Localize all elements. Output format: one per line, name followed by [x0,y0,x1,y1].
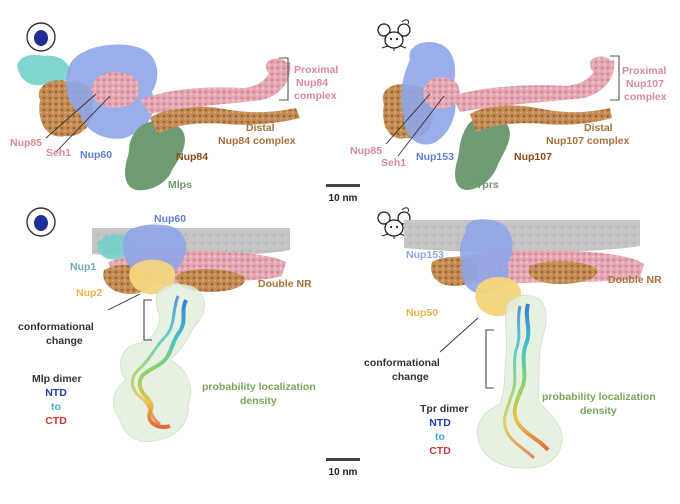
label-nup153-bottom: Nup153 [406,249,444,261]
label-ctd: CTD [45,415,67,427]
label-proximal-mouse-1: Proximal [622,65,666,77]
panel-top-left: Nup85 Seh1 Nup60 Nup84 Mlps Distal Nup84… [10,22,338,191]
label-proximal-mouse-2: Nup107 [626,78,664,90]
label-to-mouse: to [435,431,445,443]
label-distal-mouse-2: Nup107 complex [546,135,630,147]
label-prob-mouse-1: probability localization [542,391,656,403]
nup85-leader [45,93,97,139]
nup85-leader-mouse [385,93,431,145]
nup153-density-bottom [459,219,513,294]
panel-bottom-left: Nup60 Nup1 Nup2 Double NR conformational… [18,207,316,443]
nup1-density [97,234,131,260]
distal-nup107-arm [470,105,612,132]
label-nup84: Nup84 [176,151,208,163]
label-tpr-dimer: Tpr dimer [420,403,468,415]
label-prob-mouse-2: density [580,405,617,417]
panel-bottom-right: Nup153 Double NR Nup50 conformational ch… [364,207,662,469]
seh1-leader-mouse [397,95,445,157]
tpr-density-envelope [476,294,563,469]
label-nup1: Nup1 [70,261,96,273]
panel-top-right: Nup85 Seh1 Nup153 Nup107 Tprs Distal Nup… [350,19,667,191]
conformational-bracket-mouse [485,329,494,389]
label-seh1: Seh1 [46,147,71,159]
label-to: to [51,401,61,413]
proximal-nup107-arm [452,60,615,112]
double-nr-tan-mouse-2 [528,260,598,284]
label-conformational-mouse-2: change [392,371,429,383]
label-nup50: Nup50 [406,307,438,319]
label-proximal-mouse-3: complex [624,91,667,103]
scale-bar-bottom-label: 10 nm [329,467,358,478]
label-ntd: NTD [45,387,67,399]
label-nup60-bottom: Nup60 [154,213,186,225]
mouse-icon [377,19,411,51]
scale-bar-top: 10 nm [326,184,360,204]
label-distal-2: Nup84 complex [218,135,296,147]
seh1-density-mouse [423,77,460,109]
scale-bar-top-label: 10 nm [329,193,358,204]
label-seh1-mouse: Seh1 [381,157,406,169]
proximal-nup84-arm [140,62,291,114]
label-double-nr: Double NR [258,278,312,290]
mlp-dimer-chain [137,299,188,429]
label-nup85: Nup85 [10,137,42,149]
scale-bar-bottom: 10 nm [326,458,360,478]
label-distal-mouse-1: Distal [584,122,613,134]
label-nup107: Nup107 [514,151,552,163]
label-proximal-2: Nup84 [296,77,328,89]
label-nup60: Nup60 [80,149,112,161]
mlp-dimer-chain-2 [130,295,180,426]
label-mlps: Mlps [168,179,192,191]
proximal-bracket [279,57,289,101]
tprs-density [455,115,510,190]
conformational-bracket [143,299,152,341]
mlps-density [125,120,185,191]
yeast-icon [26,22,56,52]
label-nup85-mouse: Nup85 [350,145,382,157]
label-proximal-1: Proximal [294,64,338,76]
conformational-leader [107,293,141,311]
distal-nup84-arm [150,106,300,134]
label-conformational-mouse-1: conformational [364,357,440,369]
label-nup153: Nup153 [416,151,454,163]
conformational-leader-mouse [439,317,479,353]
label-nup2: Nup2 [76,287,102,299]
yeast-icon [26,207,56,237]
tpr-dimer-chain [512,303,550,452]
label-tprs: Tprs [476,179,499,191]
label-ntd-mouse: NTD [429,417,451,429]
label-ctd-mouse: CTD [429,445,451,457]
seh1-density [91,71,140,108]
membrane-slab-mouse [404,220,640,253]
label-distal-1: Distal [246,122,275,134]
proximal-tip-mouse [590,56,612,74]
label-prob-1: probability localization [202,381,316,393]
double-nr-tan-2 [176,268,246,292]
label-proximal-3: complex [294,90,337,102]
tpr-dimer-chain-2 [503,305,536,460]
proximal-tip [266,58,288,76]
label-conformational-1: conformational [18,321,94,333]
nup-teal-density [17,54,71,86]
proximal-bracket-mouse [610,55,620,101]
label-mlp-dimer: Mlp dimer [32,373,82,385]
label-conformational-2: change [46,335,83,347]
nup2-density [129,259,176,295]
label-prob-2: density [240,395,277,407]
seh1-leader [55,95,111,153]
label-double-nr-mouse: Double NR [608,274,662,286]
